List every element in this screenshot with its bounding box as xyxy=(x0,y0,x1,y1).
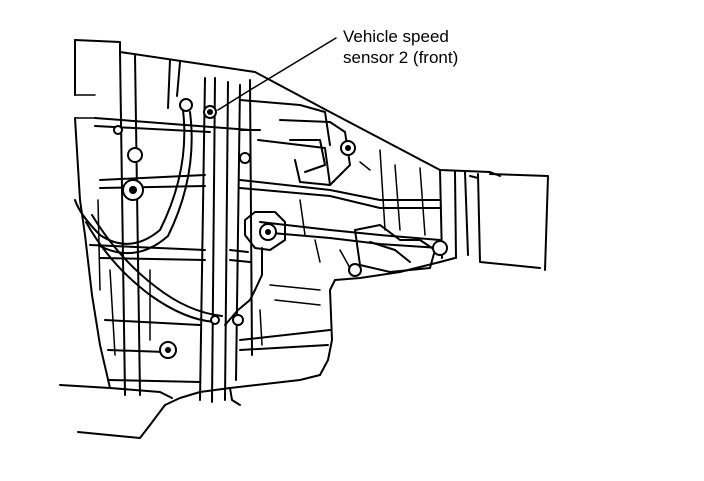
bolt-tail-mount xyxy=(433,241,447,255)
tail-cover-plate xyxy=(280,120,435,272)
bolt-heads xyxy=(129,109,351,353)
callout-leader-line xyxy=(218,38,336,110)
bolt-housing-right xyxy=(233,315,243,325)
bolt-tail-lower xyxy=(349,264,361,276)
housing-ribs xyxy=(120,52,252,402)
bolt-center xyxy=(240,153,250,163)
speed-sensor-assembly xyxy=(225,212,285,325)
bolt-rib-left xyxy=(114,126,122,134)
speed-sensor-callout: Vehicle speed sensor 2 (front) xyxy=(343,26,458,68)
sensor-harness xyxy=(75,110,222,322)
bolt-top-center xyxy=(180,99,192,111)
detail-lines xyxy=(75,95,425,355)
tail-housing xyxy=(440,170,548,270)
callout-line-2: sensor 2 (front) xyxy=(343,48,459,67)
bolts xyxy=(114,99,447,358)
callout-line-1: Vehicle speed xyxy=(343,27,449,46)
bolt-rib-mid xyxy=(211,316,219,324)
bolt-upper-left xyxy=(128,148,142,162)
transmission-housing xyxy=(60,40,500,438)
